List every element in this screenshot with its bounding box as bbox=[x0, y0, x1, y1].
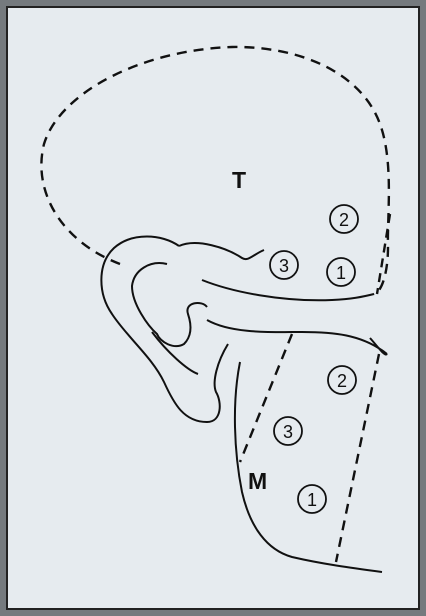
head-diagram: T M 2 3 1 2 3 bbox=[8, 8, 422, 612]
mastoid-dashed-left bbox=[240, 334, 292, 462]
mastoid-label: M bbox=[248, 468, 267, 494]
temporal-point-3: 3 bbox=[270, 251, 298, 279]
svg-text:1: 1 bbox=[336, 263, 346, 283]
svg-text:3: 3 bbox=[283, 422, 293, 442]
mastoid-point-1: 1 bbox=[298, 485, 326, 513]
neck-front-contour bbox=[235, 362, 382, 572]
svg-text:3: 3 bbox=[279, 256, 289, 276]
svg-text:1: 1 bbox=[307, 490, 317, 510]
mastoid-point-3: 3 bbox=[274, 417, 302, 445]
neck-upper-line bbox=[207, 320, 387, 354]
temporal-label: T bbox=[232, 167, 246, 193]
ear-inner bbox=[132, 263, 207, 346]
mastoid-point-2: 2 bbox=[328, 366, 356, 394]
temporal-point-2: 2 bbox=[330, 205, 358, 233]
temporal-point-1: 1 bbox=[327, 258, 355, 286]
skull-outline-dashed bbox=[41, 47, 388, 294]
svg-text:2: 2 bbox=[337, 371, 347, 391]
diagram-panel: T M 2 3 1 2 3 bbox=[6, 6, 420, 610]
svg-text:2: 2 bbox=[339, 210, 349, 230]
ear-upper-ridge bbox=[179, 243, 264, 259]
